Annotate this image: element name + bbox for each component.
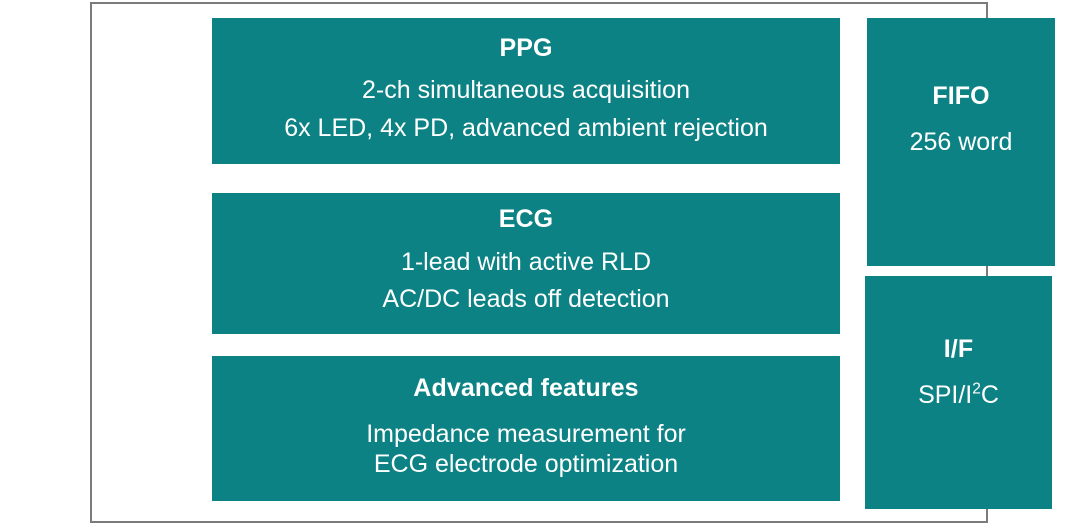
block-interface-line-1: SPI/I2C: [918, 380, 999, 409]
block-ppg: PPG 2-ch simultaneous acquisition 6x LED…: [212, 18, 840, 164]
block-ecg: ECG 1-lead with active RLD AC/DC leads o…: [212, 193, 840, 334]
block-fifo-line-1: 256 word: [909, 128, 1013, 156]
block-ecg-title: ECG: [498, 205, 554, 233]
block-fifo-title: FIFO: [932, 82, 990, 110]
block-interface: I/F SPI/I2C: [865, 276, 1052, 509]
block-ecg-line-2: AC/DC leads off detection: [382, 285, 670, 313]
block-fifo: FIFO 256 word: [867, 18, 1055, 266]
block-interface-line-1-suffix: C: [980, 381, 999, 409]
block-ppg-line-1: 2-ch simultaneous acquisition: [362, 76, 690, 104]
block-ecg-line-1: 1-lead with active RLD: [400, 248, 652, 276]
block-interface-title: I/F: [943, 335, 974, 363]
block-interface-line-1-prefix: SPI/I: [918, 381, 973, 409]
block-advanced-features-line-1: Impedance measurement for: [366, 420, 686, 448]
diagram-frame: PPG 2-ch simultaneous acquisition 6x LED…: [90, 2, 1055, 523]
block-advanced-features: Advanced features Impedance measurement …: [212, 356, 840, 501]
block-ppg-line-2: 6x LED, 4x PD, advanced ambient rejectio…: [284, 114, 768, 142]
block-advanced-features-line-2: ECG electrode optimization: [373, 450, 679, 478]
block-interface-line-1-superscript: 2: [972, 380, 981, 398]
block-advanced-features-title: Advanced features: [413, 374, 639, 402]
block-ppg-title: PPG: [499, 34, 553, 62]
